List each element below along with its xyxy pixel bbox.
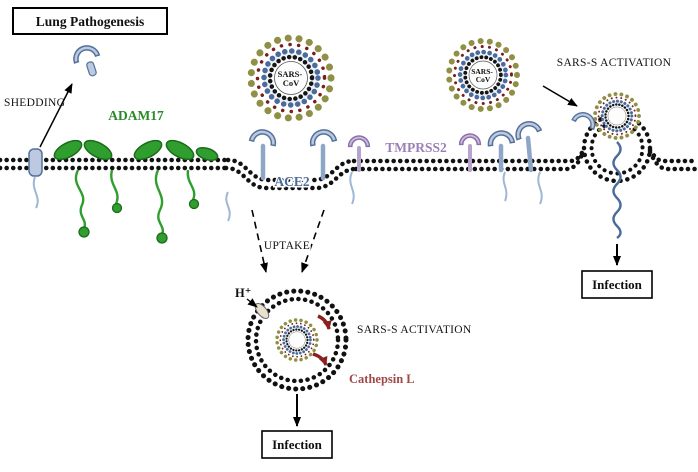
endosome — [245, 288, 349, 392]
cathepsin-l-label: Cathepsin L — [349, 372, 415, 386]
ace2-label: ACE2 — [274, 174, 310, 189]
adam17-label: ADAM17 — [108, 108, 164, 123]
virion-in-endosome — [275, 318, 319, 362]
infection-box-bottom: Infection — [261, 430, 333, 459]
shed-ace2-ectodomain — [69, 41, 101, 77]
virion-in-pit — [593, 92, 641, 140]
infection-right-text: Infection — [592, 277, 643, 292]
h-plus-label: H⁺ — [235, 286, 251, 300]
tmprss2-protease-1 — [347, 135, 371, 172]
infection-box-right: Infection — [581, 270, 653, 299]
uptake-label: UPTAKE — [264, 240, 310, 252]
title-box: Lung Pathogenesis — [12, 7, 168, 35]
endocytic-pit — [581, 117, 653, 184]
membrane-dip-bottom — [223, 165, 359, 191]
membrane-dip-top — [225, 157, 357, 183]
fusion-spike-coil — [612, 141, 622, 239]
uptake-arrows — [251, 209, 325, 273]
activation-arrow-right — [542, 85, 578, 107]
adam17-protease — [53, 139, 219, 244]
ace2-receptor-3 — [485, 128, 516, 173]
ace2-receptor-2 — [307, 126, 338, 181]
sars-s-activation-surface-label: SARS-S ACTIVATION — [557, 57, 672, 69]
shedding-arrow — [39, 83, 73, 148]
receptor-cytoplasmic-tails — [225, 171, 543, 222]
tmprss2-protease-2 — [458, 133, 482, 172]
infection-bottom-text: Infection — [272, 437, 323, 452]
ace2-stub-tail — [32, 176, 39, 209]
virion-right-label: SARS- CoV — [471, 67, 495, 84]
sars-s-activation-endosome-label: SARS-S ACTIVATION — [357, 324, 472, 336]
ace2-receptor-1 — [248, 126, 279, 181]
virion-center-label: SARS- CoV — [278, 69, 305, 88]
shedding-label: SHEDDING — [4, 97, 65, 109]
proton-arrow — [246, 298, 258, 308]
tmprss2-label: TMPRSS2 — [385, 140, 447, 155]
cathepsin-cleavage-arrows — [312, 314, 332, 366]
ace2-receptor-4 — [511, 117, 542, 173]
ace2-membrane-stub — [28, 148, 43, 177]
adam17-cytoplasmic-tails — [74, 169, 196, 235]
title-text: Lung Pathogenesis — [36, 14, 144, 29]
